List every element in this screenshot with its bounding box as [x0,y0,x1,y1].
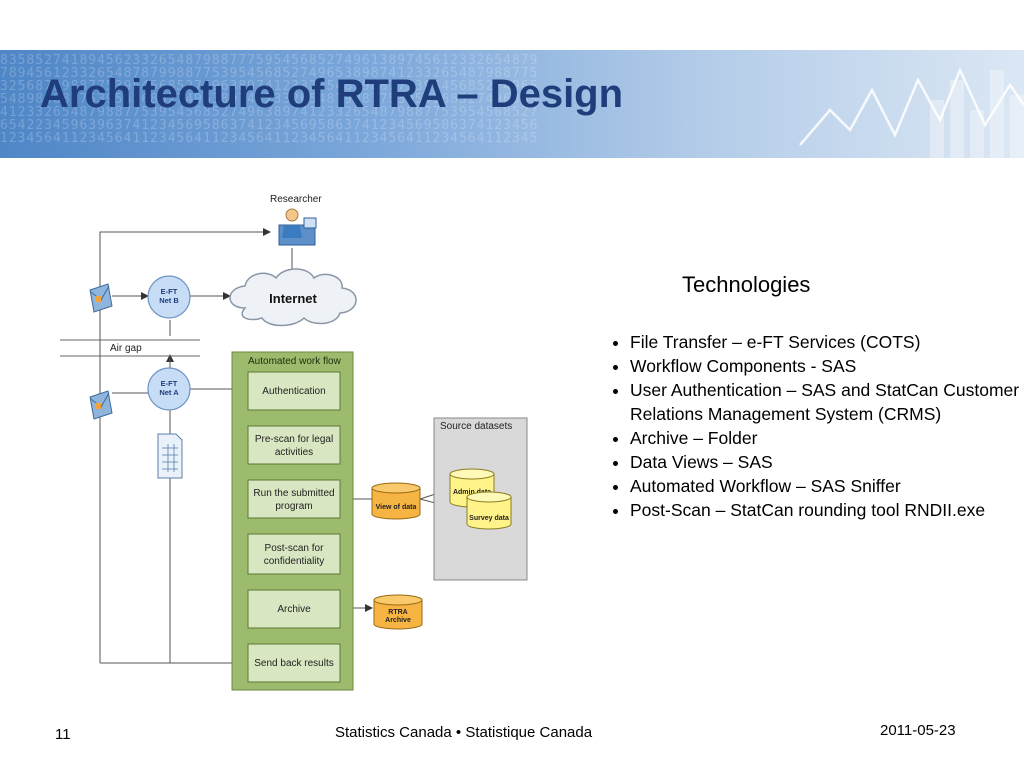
eft-net-b-line2: Net B [159,296,179,305]
banner-digit-row: 4123326548798877539545685274963897412332… [0,105,539,120]
banner-digit-row: 3256879988775395456852749638974123326548… [0,79,539,94]
view-of-data-cylinder: View of data [371,482,421,520]
step-postscan: Post-scan for confidentiality [247,533,341,575]
banner-graph-decoration [799,66,1024,158]
title-banner: 8358527418945623326548798877759545685274… [0,50,1024,158]
envelope-icon [89,390,113,420]
eft-net-a: E-FT Net A [147,367,191,411]
step-archive: Archive [247,589,341,629]
step-postscan-line2: confidentiality [264,556,325,567]
step-postscan-line1: Post-scan for [265,543,325,554]
eft-net-a-line1: E-FT [161,379,178,388]
technologies-list: File Transfer – e-FT Services (COTS) Wor… [606,330,1024,522]
footer-date: 2011-05-23 [880,722,956,739]
footer-organization: Statistics Canada • Statistique Canada [335,724,593,741]
air-gap-label: Air gap [110,343,142,354]
rtra-archive-cylinder: RTRA Archive [373,594,423,630]
step-prescan: Pre-scan for legal activities [247,425,341,465]
technology-item: Automated Workflow – SAS Sniffer [630,474,1024,498]
internet-label: Internet [269,291,317,306]
banner-digit-row: 6542234596396374123456958637412345695863… [0,118,539,133]
view-of-data-label: View of data [376,504,417,511]
researcher-icon [278,208,317,246]
step-prescan-line1: Pre-scan for legal [255,434,333,445]
technology-item: File Transfer – e-FT Services (COTS) [630,330,1024,354]
banner-digits: 8358527418945623326548798877759545685274… [0,54,1024,145]
step-run-line1: Run the submitted [253,488,334,499]
banner-digit-row: 8358527418945623326548798877759545685274… [0,53,539,68]
step-archive-label: Archive [277,604,311,615]
step-run-program: Run the submitted program [247,479,341,519]
step-authentication-label: Authentication [262,386,325,397]
step-run-line2: program [275,501,312,512]
banner-digit-row: 5489898877539545685274963897412332654879… [0,92,539,107]
rtra-archive-line1: RTRA [388,609,407,616]
workflow-title: Automated work flow [248,356,342,367]
step-sendback-label: Send back results [254,658,334,669]
eft-net-a-line2: Net A [159,388,179,397]
banner-digit-row: 1234564112345641123456411234564112345641… [0,131,539,146]
technology-item: Post-Scan – StatCan rounding tool RNDII.… [630,498,1024,522]
rtra-archive-line2: Archive [385,617,411,624]
technology-item: Archive – Folder [630,426,1024,450]
step-send-back-results: Send back results [247,643,341,683]
slide-title: Architecture of RTRA – Design [40,72,624,116]
admin-data-label: Admin data [453,489,491,496]
technology-item: Data Views – SAS [630,450,1024,474]
technology-item: Workflow Components - SAS [630,354,1024,378]
survey-data-label: Survey data [469,515,509,522]
survey-data-cylinder: Survey data [466,491,512,530]
internet-cloud: Internet [229,268,357,327]
page-number: 11 [55,726,71,743]
eft-net-b: E-FT Net B [147,275,191,319]
source-datasets-title: Source datasets [440,421,512,432]
step-prescan-line2: activities [275,447,313,458]
step-authentication: Authentication [247,371,341,411]
spreadsheet-document-icon [157,433,183,479]
researcher-label: Researcher [270,194,322,205]
technologies-title: Technologies [682,272,811,297]
envelope-icon [89,283,113,313]
technology-item: User Authentication – SAS and StatCan Cu… [630,378,1024,426]
banner-digit-row: 7894561233265487879988775395456852749653… [0,66,539,81]
eft-net-b-line1: E-FT [161,287,178,296]
